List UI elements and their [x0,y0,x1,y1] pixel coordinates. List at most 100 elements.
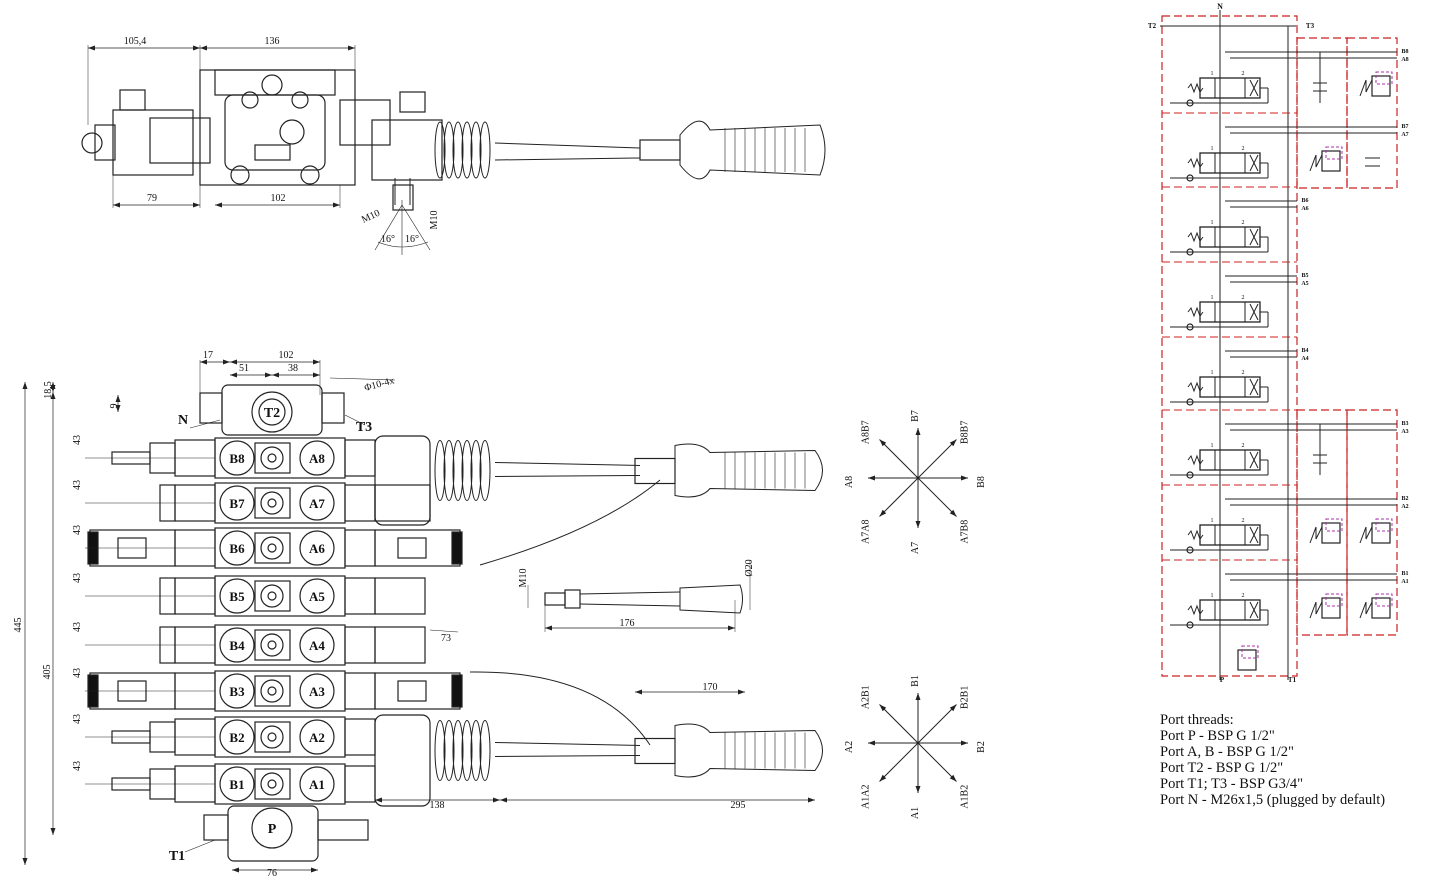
port-a [299,627,335,663]
dimension-label: 43 [72,573,83,583]
line [329,377,396,381]
line [494,142,641,149]
spool-cap [339,99,391,146]
arrow-head [223,359,230,365]
center-block [224,94,326,171]
port-label-a: A6 [309,541,325,556]
line [494,755,641,757]
line [494,157,641,161]
direction-label-right: B2 [976,741,987,753]
lever-housing [374,435,431,526]
direction-label-up: B1 [910,675,921,687]
coil-end [451,531,463,565]
port-label-b: B3 [1401,421,1408,427]
port-a [299,673,335,709]
arrow-head [88,45,95,51]
arrow-head [868,740,875,746]
port-b [219,766,255,802]
line [1249,154,1259,172]
port-a [299,766,335,802]
spool-window [254,532,291,564]
rubber-boot-rib [470,720,482,781]
port-label-t3: T3 [356,420,372,435]
port-label-a: A1 [1401,579,1408,585]
port-label-b: B6 [1301,198,1308,204]
t3-port-boss [321,392,345,424]
adjustable-spring-icon [1309,601,1323,619]
spool-center [267,453,277,463]
solenoid-right [374,577,426,615]
arrow-head [200,45,207,51]
connector [397,537,427,559]
dimension-label: 43 [72,525,83,535]
arrow-head [193,45,200,51]
port-label-a: A4 [309,638,325,653]
check-valve-icon [1186,546,1194,554]
dimension-label: 102 [271,193,286,204]
spool-window [254,629,291,661]
line [1249,303,1259,321]
n-port-boss [199,392,223,424]
line [1249,601,1259,619]
relief-valve-icon [1371,75,1391,97]
spool-position-mark: 2 [1242,71,1245,77]
spring-icon [1187,529,1204,541]
p-port [251,807,293,849]
port-b [219,673,255,709]
arrow-head [22,382,28,389]
relief-valve-icon [1321,597,1341,619]
direction-label-down: A7 [910,542,921,554]
spool-position-mark: 2 [1242,593,1245,599]
right-cap [344,484,376,522]
note-line: Port P - BSP G 1/2" [1160,728,1275,744]
rubber-boot-rib [443,440,455,501]
relief-valve-icon [1321,150,1341,172]
port-label-b: B7 [229,496,245,511]
dimension-label: 405 [42,665,53,680]
spool-position-mark: 1 [1211,443,1214,449]
arrow-head [200,359,207,365]
port-label-b: B5 [1301,273,1308,279]
arrow-head [868,475,875,481]
dimension-label: 73 [441,633,451,644]
relief-valve-icon [1321,522,1341,544]
arrow-head [728,625,735,631]
lever-housing [371,119,443,181]
spring-icon [1187,381,1204,393]
port-label-a: A2 [309,730,325,745]
direction-label-lr: A1B2 [960,785,971,809]
note-line: Port T1; T3 - BSP G3/4" [1160,776,1304,792]
dimension-label: 295 [731,800,746,811]
spool-end [260,446,284,470]
port-label-a: A5 [309,589,325,604]
pilot-line [1241,645,1259,659]
spool-position-mark: 1 [1211,71,1214,77]
rubber-boot-rib [479,720,491,781]
arrow-head [879,704,887,712]
port-label-a: A8 [309,451,325,466]
port-label-t2: T2 [264,406,280,421]
spring-icon [1187,604,1204,616]
port-label-t3: T3 [1306,22,1315,30]
lever-grip [679,584,743,614]
port-label-b: B6 [229,541,245,556]
spool-position-mark: 2 [1242,295,1245,301]
spool-end [260,633,284,657]
spool-position-mark: 1 [1211,220,1214,226]
line [494,475,641,477]
rubber-boot-rib [452,440,464,501]
spring-icon [1187,231,1204,243]
port-label-a: A3 [1401,429,1408,435]
label-plate [254,144,291,161]
dimension-label: 102 [279,350,294,361]
arrow-head [375,797,382,803]
arrow-head [961,740,968,746]
spring-icon [1187,82,1204,94]
arrow-head [949,439,957,447]
coil-end [451,674,463,708]
port-circle [279,119,305,145]
line [917,704,957,744]
